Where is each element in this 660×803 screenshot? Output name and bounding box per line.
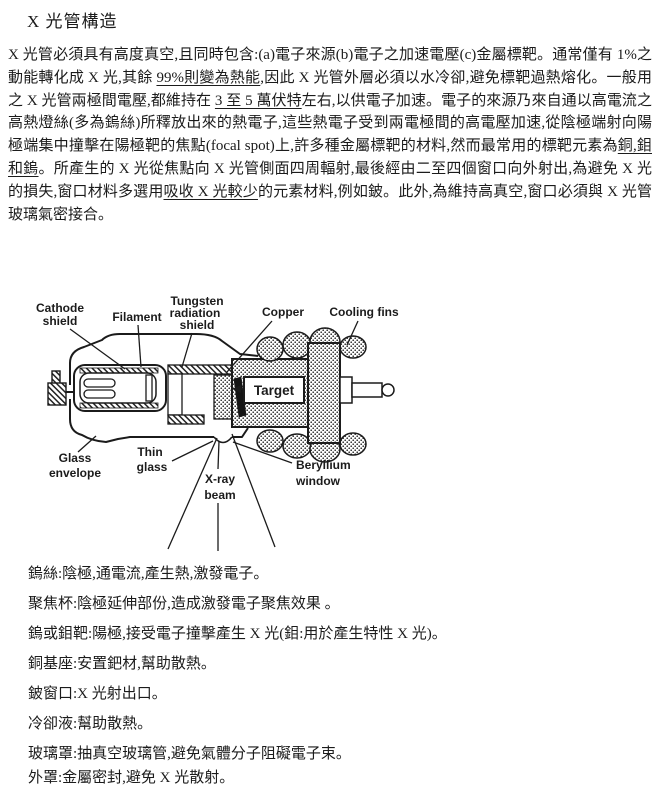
- copper-anode: [213, 358, 311, 428]
- text-segment: 的元素材料,例如鈹。此外,為維持高真空,窗口必須與 X 光管玻璃氣密接合。: [8, 183, 652, 223]
- glass-envelope-outline: [69, 333, 259, 444]
- definition-item: 銅基座:安置鈀材,幫助散熱。: [28, 656, 216, 672]
- cooling-fins: [256, 327, 367, 463]
- target-label-box: [243, 376, 305, 404]
- definition-item: 冷卻液:幫助散熱。: [28, 716, 153, 732]
- xray-beam-lines: [167, 433, 276, 551]
- fin-bump: [282, 433, 312, 459]
- cooling-fins-leader: [346, 320, 359, 346]
- beam-left-line: [167, 437, 218, 550]
- definition-item: 鎢絲:陰極,通電流,產生熱,激發電子。: [28, 566, 269, 582]
- fin-bump: [282, 331, 312, 359]
- envelope-top-edge: [69, 333, 259, 385]
- xray-beam-label: X-ray: [205, 472, 235, 486]
- bracket-bottom-bar: [167, 414, 205, 425]
- underlined-text-segment: 吸收 X 光較少: [163, 183, 258, 200]
- target-arrow-head: [232, 385, 241, 393]
- thin-glass-leader: [171, 440, 214, 462]
- thin-glass-label: glass: [137, 460, 168, 474]
- text-segment: ,因此 X 光管外層必須以水冷卻,避免標靶過熱熔化。一般用之 X 光管兩極間電壓…: [8, 69, 652, 109]
- thin-glass-window: [213, 436, 233, 444]
- xray-tube-diagram-svg: Cathode shield Filament Tungsten radiati…: [36, 294, 399, 551]
- cathode-shield-leader: [69, 328, 126, 370]
- text-segment: 。所產生的 X 光從焦點向 X 光管側面四周輻射,最後經由二至四個窗口向外射出,…: [8, 160, 652, 200]
- xray-tube-diagram: Cathode shield Filament Tungsten radiati…: [20, 294, 450, 595]
- target-label: Target: [254, 383, 295, 398]
- pin-rod: [351, 382, 383, 398]
- glass-envelope-label: envelope: [49, 466, 101, 480]
- definition-item: 外罩:金屬密封,避免 X 光散射。: [28, 770, 235, 786]
- cathode-shield-assembly: [73, 364, 167, 412]
- bracket-left-arm: [167, 373, 183, 416]
- component-definitions-list: 鎢絲:陰極,通電流,產生熱,激發電子。聚焦杯:陰極延伸部份,造成激發電子聚焦效果…: [28, 566, 652, 786]
- beam-right-line: [231, 433, 276, 548]
- fin-plate: [307, 342, 341, 444]
- glass-envelope-label: Glass: [59, 451, 92, 465]
- xray-beam-label: beam: [204, 488, 235, 502]
- radiation-shield-leader: [181, 332, 193, 368]
- fin-bump: [256, 336, 284, 362]
- page-title: X 光管構造: [27, 12, 118, 31]
- envelope-bottom-edge: [69, 399, 214, 443]
- cup-end-bar: [145, 374, 153, 402]
- leader-lines: [69, 320, 359, 464]
- definition-item: 聚焦杯:陰極延伸部份,造成激發電子聚焦效果 。: [28, 596, 340, 612]
- terminal-block: [47, 382, 67, 406]
- tungsten-shield-label: Tungsten: [170, 295, 223, 308]
- underlined-text-segment: 3 至 5 萬伏特: [214, 92, 302, 109]
- envelope-bottom-right-edge: [232, 427, 249, 438]
- filament-leader: [137, 324, 142, 368]
- filament-label: Filament: [112, 310, 161, 324]
- copper-label: Copper: [262, 305, 304, 319]
- body-paragraph: X 光管必須具有高度真空,且同時包含:(a)電子來源(b)電子之加速電壓(c)金…: [8, 44, 652, 226]
- fin-bump: [339, 432, 367, 456]
- tungsten-shield-label: shield: [180, 318, 215, 332]
- cathode-shield-label: shield: [43, 314, 78, 328]
- definition-item: 玻璃罩:抽真空玻璃管,避免氣體分子阻礙電子束。: [28, 746, 351, 762]
- text-segment: X 光管必須具有高度真空,且同時包含:(a)電子來源(b)電子之加速電壓(c)金…: [8, 47, 652, 86]
- definition-item: 鎢或鉬靶:陽極,接受電子撞擊產生 X 光(鉬:用於產生特性 X 光)。: [28, 626, 447, 642]
- beryllium-window-leader: [232, 441, 293, 464]
- pin-collar: [339, 376, 353, 404]
- terminal-pin: [51, 370, 61, 385]
- copper-stem: [213, 374, 233, 420]
- fin-bump: [256, 429, 284, 453]
- cooling-fins-label: Cooling fins: [329, 305, 399, 319]
- glass-envelope-leader: [77, 435, 97, 453]
- radiation-shield-bracket: [167, 364, 249, 425]
- pin-tip-ball: [381, 383, 395, 397]
- filament-prong-upper: [83, 378, 116, 388]
- definition-item: 鈹窗口:X 光射出口。: [28, 686, 167, 702]
- text-segment: 左右,以供電子加速。電子的來源乃來自通以高電流之高熱燈絲(多為鎢絲)所釋放出來的…: [8, 92, 652, 155]
- filament-prong-lower: [83, 389, 116, 399]
- cathode-shield-label: Cathode: [36, 301, 84, 315]
- beryllium-window-label: Beryllium: [296, 458, 351, 472]
- tungsten-shield-label: radiation: [170, 306, 221, 320]
- beryllium-window-label: window: [295, 474, 341, 488]
- cathode-terminal: [47, 370, 86, 406]
- fin-bump: [339, 335, 367, 359]
- underlined-text-segment: 99%則變為熱能: [156, 69, 261, 86]
- anode-pin: [339, 376, 395, 404]
- thin-glass-label: Thin: [137, 445, 162, 459]
- beam-center-line-upper: [217, 440, 220, 470]
- copper-leader: [226, 320, 273, 373]
- diagram-labels: Cathode shield Filament Tungsten radiati…: [36, 294, 399, 502]
- underlined-text-segment: 銅,鉬和鎢: [8, 138, 652, 177]
